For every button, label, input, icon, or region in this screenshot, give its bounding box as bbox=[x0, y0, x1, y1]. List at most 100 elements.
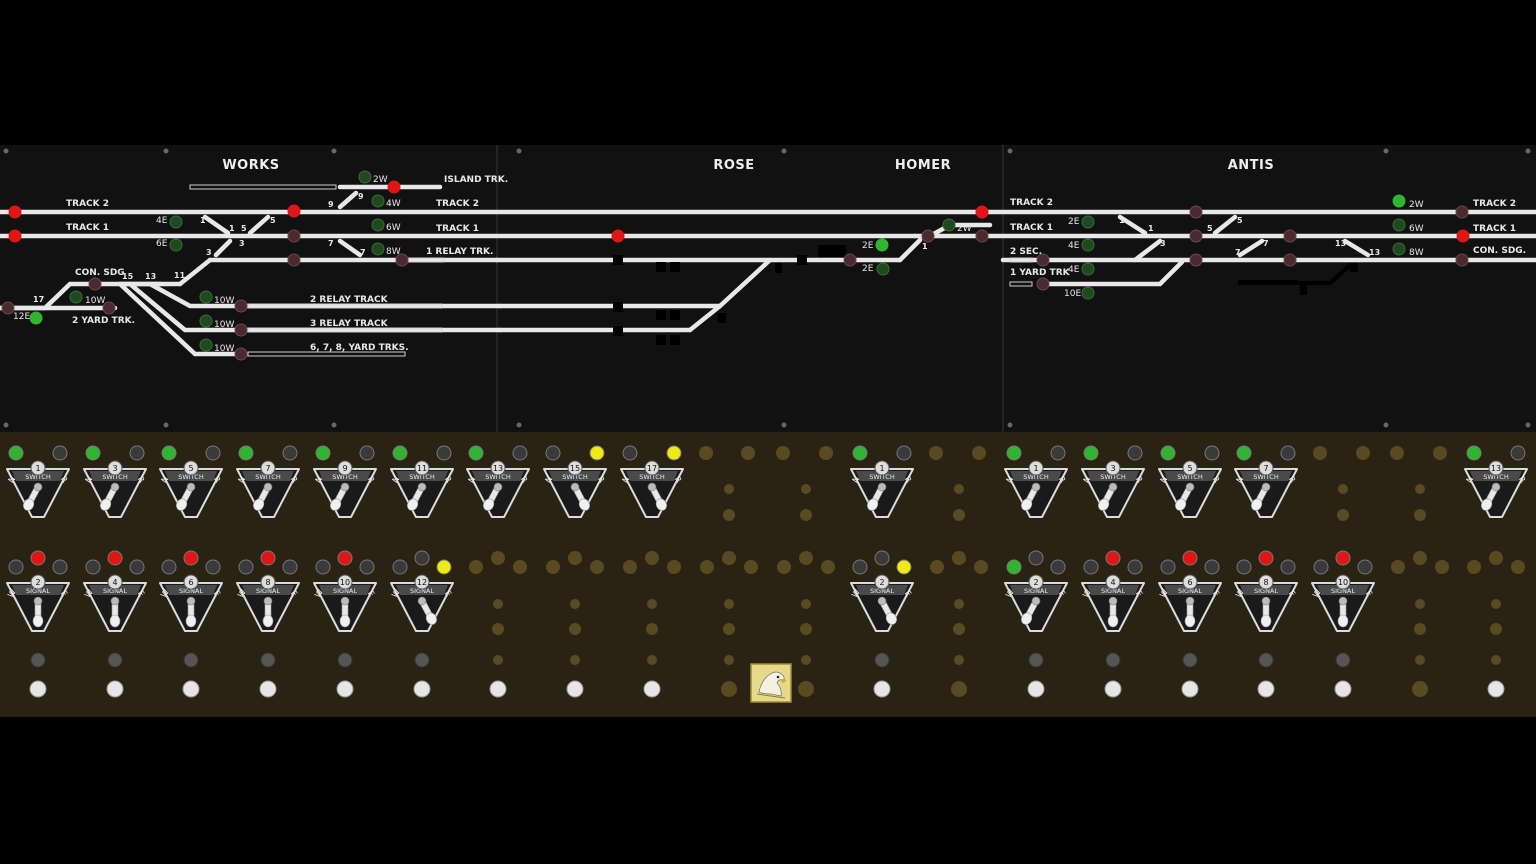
lever-handle[interactable] bbox=[876, 595, 899, 626]
inactive-lamp bbox=[469, 560, 483, 574]
signal-east-lamp bbox=[1050, 559, 1066, 575]
code-button[interactable] bbox=[643, 680, 661, 698]
code-button[interactable] bbox=[1334, 680, 1352, 698]
signal-east-lamp bbox=[359, 559, 375, 575]
lever-handle[interactable] bbox=[32, 596, 44, 628]
signal-label: 8W bbox=[1409, 248, 1424, 258]
lever-position-label: W bbox=[1311, 588, 1323, 600]
lever-handle[interactable] bbox=[646, 481, 669, 512]
code-button[interactable] bbox=[336, 680, 354, 698]
lever-position-label: W bbox=[313, 588, 325, 600]
lever-position-label: W bbox=[850, 588, 862, 600]
code-button[interactable] bbox=[1181, 680, 1199, 698]
lever-handle[interactable] bbox=[1260, 596, 1272, 628]
lever-handle[interactable] bbox=[98, 481, 121, 512]
lever-handle[interactable] bbox=[1019, 481, 1042, 512]
lever-handle[interactable] bbox=[174, 481, 197, 512]
lever-number: 17 bbox=[647, 464, 657, 473]
lever-handle[interactable] bbox=[481, 481, 504, 512]
lever-type-label: SIGNAL bbox=[333, 587, 357, 595]
lever-type-label: SWITCH bbox=[485, 473, 511, 481]
lever-handle[interactable] bbox=[416, 595, 439, 626]
inactive-lamp bbox=[724, 599, 734, 609]
code-button[interactable] bbox=[1027, 680, 1045, 698]
lever-handle[interactable] bbox=[1173, 481, 1196, 512]
switch-normal-lamp bbox=[392, 445, 408, 461]
lever-handle[interactable] bbox=[21, 481, 44, 512]
lever-handle[interactable] bbox=[1249, 481, 1272, 512]
lever-handle[interactable] bbox=[262, 596, 274, 628]
label-east-track2: TRACK 2 bbox=[436, 199, 479, 209]
inactive-lamp bbox=[491, 551, 505, 565]
lever-handle[interactable] bbox=[865, 481, 888, 512]
code-button[interactable] bbox=[29, 680, 47, 698]
code-button[interactable] bbox=[1487, 680, 1505, 698]
inactive-lamp bbox=[801, 599, 811, 609]
label-relay3: 3 RELAY TRACK bbox=[310, 319, 389, 329]
lever-type-label: SWITCH bbox=[255, 473, 281, 481]
lever-type-label: SIGNAL bbox=[1101, 587, 1125, 595]
lever-handle[interactable] bbox=[251, 481, 274, 512]
lever-position-label: W bbox=[1004, 588, 1016, 600]
lever-handle[interactable] bbox=[569, 481, 592, 512]
code-button[interactable] bbox=[182, 680, 200, 698]
lever-handle[interactable] bbox=[109, 596, 121, 628]
inactive-lamp bbox=[590, 560, 604, 574]
lever-handle[interactable] bbox=[185, 596, 197, 628]
inactive-lamp bbox=[647, 599, 657, 609]
lever-handle[interactable] bbox=[1337, 596, 1349, 628]
switch-normal-lamp bbox=[238, 445, 254, 461]
lever-handle[interactable] bbox=[1184, 596, 1196, 628]
code-button[interactable] bbox=[106, 680, 124, 698]
code-button[interactable] bbox=[259, 680, 277, 698]
code-button[interactable] bbox=[873, 680, 891, 698]
code-button[interactable] bbox=[1104, 680, 1122, 698]
lever-handle[interactable] bbox=[1479, 481, 1502, 512]
signal-west-lamp bbox=[85, 559, 101, 575]
lever-number: 10 bbox=[340, 578, 350, 587]
lever-handle[interactable] bbox=[1096, 481, 1119, 512]
code-button[interactable] bbox=[566, 680, 584, 698]
code-button[interactable] bbox=[1257, 680, 1275, 698]
station-title-homer: HOMER bbox=[895, 158, 951, 173]
lever-number: 1 bbox=[1033, 464, 1038, 473]
lever-position-label: E bbox=[1057, 589, 1067, 598]
track-indicator-lamp bbox=[1258, 652, 1274, 668]
lever-position-label: E bbox=[443, 589, 453, 598]
code-button[interactable] bbox=[413, 680, 431, 698]
code-button[interactable] bbox=[489, 680, 507, 698]
inactive-lamp bbox=[954, 484, 964, 494]
lever-handle[interactable] bbox=[405, 481, 428, 512]
lever-handle[interactable] bbox=[339, 596, 351, 628]
lever-handle[interactable] bbox=[328, 481, 351, 512]
lever-handle[interactable] bbox=[1019, 595, 1042, 626]
lever-handle[interactable] bbox=[1107, 596, 1119, 628]
